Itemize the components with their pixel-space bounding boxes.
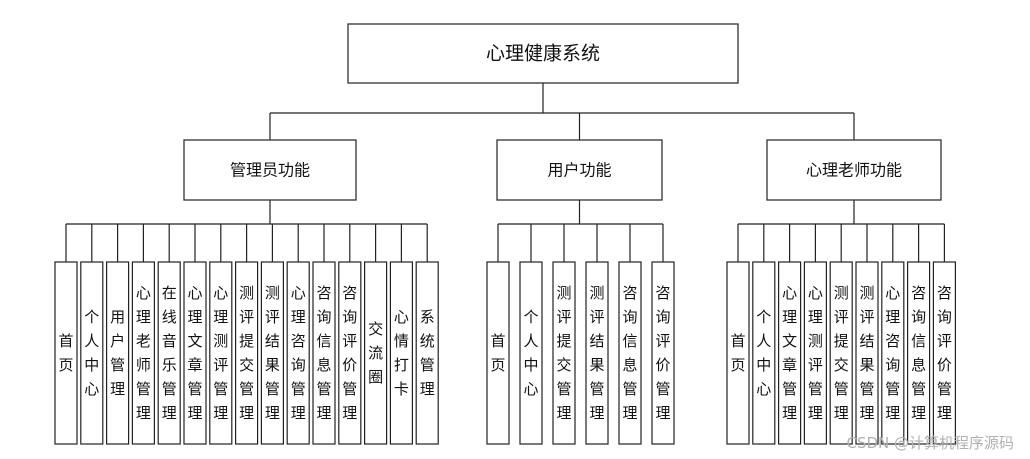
leaf-node-0-4 [157, 261, 181, 445]
leaf-node-0-12 [364, 261, 388, 445]
leaf-node-2-8 [932, 261, 957, 445]
branch-node-label-0: 管理员功能 [230, 161, 310, 180]
leaf-node-label-0-0: 首页 [58, 332, 73, 374]
leaf-node-0-5 [183, 261, 207, 445]
leaf-node-label-0-14: 系统管理 [420, 308, 435, 398]
leaf-node-1-4 [618, 261, 642, 445]
csdn-watermark: CSDN @计算机程序源码 [846, 434, 1014, 452]
leaf-node-label-2-7: 咨询信息管理 [911, 284, 926, 422]
leaf-node-label-2-1: 个人中心 [756, 308, 771, 398]
leaf-node-1-5 [651, 261, 675, 445]
leaf-node-0-10 [312, 261, 336, 445]
root-node [347, 23, 739, 84]
leaf-node-label-1-0: 首页 [490, 332, 505, 374]
branch-node-2 [766, 139, 942, 201]
leaf-node-2-0 [726, 261, 750, 445]
leaf-node-0-8 [260, 261, 284, 445]
leaf-node-label-0-12: 交流圈 [368, 320, 383, 386]
leaf-node-label-0-13: 心情打卡 [394, 308, 409, 398]
leaf-node-label-0-10: 咨询信息管理 [316, 284, 331, 422]
leaf-node-label-1-1: 个人中心 [523, 308, 538, 398]
leaf-node-label-1-4: 咨询信息管理 [622, 284, 637, 422]
leaf-node-2-4 [829, 261, 853, 445]
leaf-node-label-0-8: 测评结果管理 [265, 284, 280, 422]
leaf-node-label-2-6: 心理咨询管理 [885, 284, 900, 422]
leaf-node-0-7 [235, 261, 259, 445]
connector-lines [65, 83, 946, 262]
leaf-node-label-0-5: 心理文章管理 [187, 284, 202, 422]
leaf-node-2-1 [752, 261, 776, 445]
leaf-node-label-1-3: 测评结果管理 [589, 284, 604, 422]
leaf-node-label-0-6: 心理测评管理 [213, 284, 228, 422]
leaf-node-2-6 [881, 261, 905, 445]
leaf-node-label-0-7: 测评提交管理 [239, 284, 254, 422]
leaf-node-label-2-0: 首页 [730, 332, 745, 374]
leaf-node-label-2-3: 心理测评管理 [808, 284, 823, 422]
leaf-node-label-2-5: 测评结果管理 [859, 284, 874, 422]
branch-node-1 [496, 139, 663, 201]
leaf-node-2-5 [855, 261, 879, 445]
leaf-node-label-2-4: 测评提交管理 [834, 284, 849, 422]
leaf-node-0-14 [415, 261, 439, 445]
leaf-node-1-2 [552, 261, 576, 445]
leaf-node-2-3 [803, 261, 828, 445]
leaf-node-label-2-2: 心理文章管理 [782, 284, 797, 422]
leaf-node-label-0-3: 心理老师管理 [136, 284, 151, 422]
leaf-node-1-0 [486, 261, 510, 445]
leaf-node-2-2 [777, 261, 802, 445]
leaf-node-label-2-8: 咨询评价管理 [937, 284, 952, 422]
root-node-label: 心理健康系统 [486, 43, 600, 65]
leaf-node-1-1 [519, 261, 543, 445]
leaf-node-label-0-9: 心理咨询管理 [291, 284, 306, 422]
leaf-node-2-7 [906, 261, 931, 445]
leaf-node-1-3 [585, 261, 609, 445]
leaf-node-0-13 [389, 261, 413, 445]
leaf-node-0-6 [209, 261, 233, 445]
branch-node-label-2: 心理老师功能 [806, 161, 902, 180]
leaf-node-label-0-4: 在线音乐管理 [162, 284, 177, 422]
leaf-node-0-0 [54, 261, 78, 445]
leaf-node-label-0-1: 个人中心 [84, 308, 99, 398]
leaf-node-0-3 [131, 261, 155, 445]
leaf-node-label-0-2: 用户管理 [110, 308, 125, 398]
leaf-node-label-1-5: 咨询评价管理 [655, 284, 670, 422]
leaf-node-0-11 [338, 261, 362, 445]
leaf-node-0-9 [286, 261, 310, 445]
diagram-nodes: 心理健康系统管理员功能首页个人中心用户管理心理老师管理在线音乐管理心理文章管理心… [54, 23, 957, 445]
leaf-node-0-2 [105, 261, 130, 445]
leaf-node-0-1 [80, 261, 104, 445]
leaf-node-label-1-2: 测评提交管理 [556, 284, 571, 422]
leaf-node-label-0-11: 咨询评价管理 [342, 284, 357, 422]
branch-node-label-1: 用户功能 [547, 161, 611, 180]
branch-node-0 [183, 139, 357, 201]
